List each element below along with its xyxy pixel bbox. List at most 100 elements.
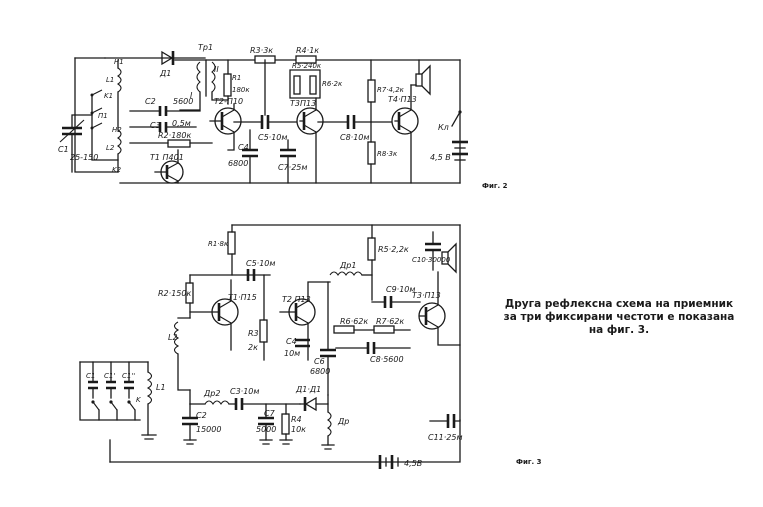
fig2-capacitor-c8 xyxy=(317,115,396,129)
fig3-capacitor-c11 xyxy=(429,414,461,428)
fig3-label-r6: R6·62к xyxy=(340,317,368,326)
fig3-label-c7-value: 5000 xyxy=(256,425,276,434)
fig3-label-c3: C3·10м xyxy=(230,387,259,396)
fig3-label-t3: T3·П13 xyxy=(412,291,441,300)
fig3-capacitor-c4 xyxy=(295,338,310,348)
fig2-label-k2: K2 xyxy=(112,166,122,174)
fig2-transistor-t2 xyxy=(209,103,242,151)
fig3-label-c10: C10·30000 xyxy=(412,256,451,264)
fig2-label-c3-value: 0,5м xyxy=(172,119,191,128)
fig2-resistor-r1 xyxy=(223,59,232,105)
figure-3-schematic: R1·8к R2·150к C5·10м T1·П15 R3 2к T2 П13… xyxy=(79,224,542,469)
fig3-capacitor-c5 xyxy=(246,269,256,281)
fig3-transistor-t3 xyxy=(418,271,461,346)
fig2-capacitor-c4 xyxy=(242,129,258,184)
fig2-label-p1: П1 xyxy=(98,112,108,120)
fig3-label-battery: 4,5В xyxy=(404,459,422,468)
fig3-resistor-r1 xyxy=(227,224,236,276)
fig2-transistor-t4 xyxy=(391,84,419,184)
fig3-capacitor-c6 xyxy=(320,281,336,396)
fig3-label-dr2: Др2 xyxy=(203,389,220,398)
fig2-label-battery: 4,5 В xyxy=(430,153,451,162)
fig3-label-k: K xyxy=(136,396,142,404)
fig2-label-c7: C7·25м xyxy=(278,163,307,172)
fig3-resistor-r5 xyxy=(367,224,376,301)
fig2-capacitors-c2-c3 xyxy=(129,106,201,132)
fig3-label-r4: R4 xyxy=(291,415,302,424)
fig3-resistor-r2 xyxy=(185,274,194,319)
fig3-capacitor-c2 xyxy=(182,403,198,445)
fig2-label-c1: C1 xyxy=(58,145,69,154)
fig3-label-r7: R7·62к xyxy=(376,317,404,326)
fig2-label-h1: H1 xyxy=(114,58,124,66)
fig2-label-r2: R2·180к xyxy=(158,131,191,140)
fig3-label-c11: C11·25м xyxy=(428,433,463,442)
fig2-label-t1: T1 П401 xyxy=(150,153,184,162)
figure-2-schematic: L1 L2 K1 K2 П1 H1 H2 C1 25-150 Д1 Tp1 I … xyxy=(58,43,508,190)
fig2-switch-kn xyxy=(451,110,462,127)
fig3-coil-l2 xyxy=(173,317,191,391)
fig2-resistor-r2 xyxy=(129,139,213,148)
description-line: за три фиксирани честоти е показана xyxy=(503,311,735,323)
fig3-label-l2: L2 xyxy=(168,333,178,342)
fig2-label-tr1: Tp1 xyxy=(198,43,213,52)
fig3-coil-l1 xyxy=(141,361,157,440)
fig3-label-c6-value: 6800 xyxy=(310,367,330,376)
fig3-battery xyxy=(378,455,399,469)
fig2-label-r3: R3·3к xyxy=(250,46,273,55)
fig2-transistor-t3 xyxy=(296,97,324,184)
fig2-transformer-tr1 xyxy=(179,59,229,111)
fig2-label-c4: C4 xyxy=(238,143,249,152)
fig3-transistor-t2 xyxy=(279,281,331,361)
fig2-label-l2: L2 xyxy=(106,144,115,152)
fig2-label-c3: C3 xyxy=(150,121,161,130)
fig2-label-c5: C5·10м xyxy=(258,133,287,142)
fig3-label-c4-value: 10м xyxy=(284,349,300,358)
fig3-label-c5: C5·10м xyxy=(246,259,275,268)
fig2-caption: Фиг. 2 xyxy=(482,182,508,190)
fig2-label-k1: K1 xyxy=(104,92,113,100)
fig3-label-r5: R5·2,2к xyxy=(378,245,409,254)
fig3-label-c2: C2 xyxy=(196,411,207,420)
fig3-capacitor-c9 xyxy=(371,296,421,308)
fig2-label-kn: Кл xyxy=(438,123,449,132)
fig3-label-c1: C1 xyxy=(86,372,95,380)
fig2-diode-d1 xyxy=(104,50,206,66)
fig3-label-dr: Др xyxy=(337,417,349,426)
fig2-label-winding-i: I xyxy=(190,91,193,100)
fig2-label-h2: H2 xyxy=(112,126,122,134)
fig2-label-r6: R6·2к xyxy=(322,80,343,88)
fig3-caption: Фиг. 3 xyxy=(516,458,542,466)
fig3-label-c1-double-prime: C1'' xyxy=(122,372,135,380)
fig2-label-c2: C2 xyxy=(145,97,156,106)
fig2-label-c1-value: 25-150 xyxy=(70,153,98,162)
fig2-label-t4: T4·П13 xyxy=(388,95,417,104)
fig3-label-c4: C4 xyxy=(286,337,297,346)
fig2-input-coil-block xyxy=(59,57,122,173)
fig3-label-c6: C6 xyxy=(314,357,325,366)
fig3-speaker xyxy=(441,242,457,274)
fig2-label-r8: R8·3к xyxy=(377,150,398,158)
fig2-label-r1-value: 180к xyxy=(232,86,250,94)
fig2-label-winding-ii: II xyxy=(214,65,219,74)
fig2-label-r4: R4·1к xyxy=(296,46,319,55)
fig3-label-c1-prime: C1' xyxy=(104,372,115,380)
fig3-label-t1: T1·П15 xyxy=(228,293,257,302)
fig2-label-t3: T3П13 xyxy=(290,99,316,108)
fig2-capacitor-c7 xyxy=(280,139,296,184)
fig3-label-t2: T2 П13 xyxy=(282,295,311,304)
fig2-battery xyxy=(452,140,468,161)
fig3-capacitor-c7 xyxy=(258,403,274,445)
fig2-label-c4-value: 6800 xyxy=(228,159,248,168)
fig3-label-c2-value: 15000 xyxy=(196,425,221,434)
fig2-resistor-r8 xyxy=(367,121,376,184)
fig2-label-c2-value: 5600 xyxy=(173,97,193,106)
fig3-choke-dr1 xyxy=(329,271,373,276)
fig3-label-r1: R1·8к xyxy=(208,240,229,248)
fig3-label-d1: Д1·Д1 xyxy=(295,385,321,394)
description-line: на фиг. 3. xyxy=(588,324,650,336)
fig3-choke-dr xyxy=(321,403,335,450)
fig3-resistor-r6 xyxy=(333,325,355,334)
fig3-label-r3: R3 xyxy=(248,329,259,338)
